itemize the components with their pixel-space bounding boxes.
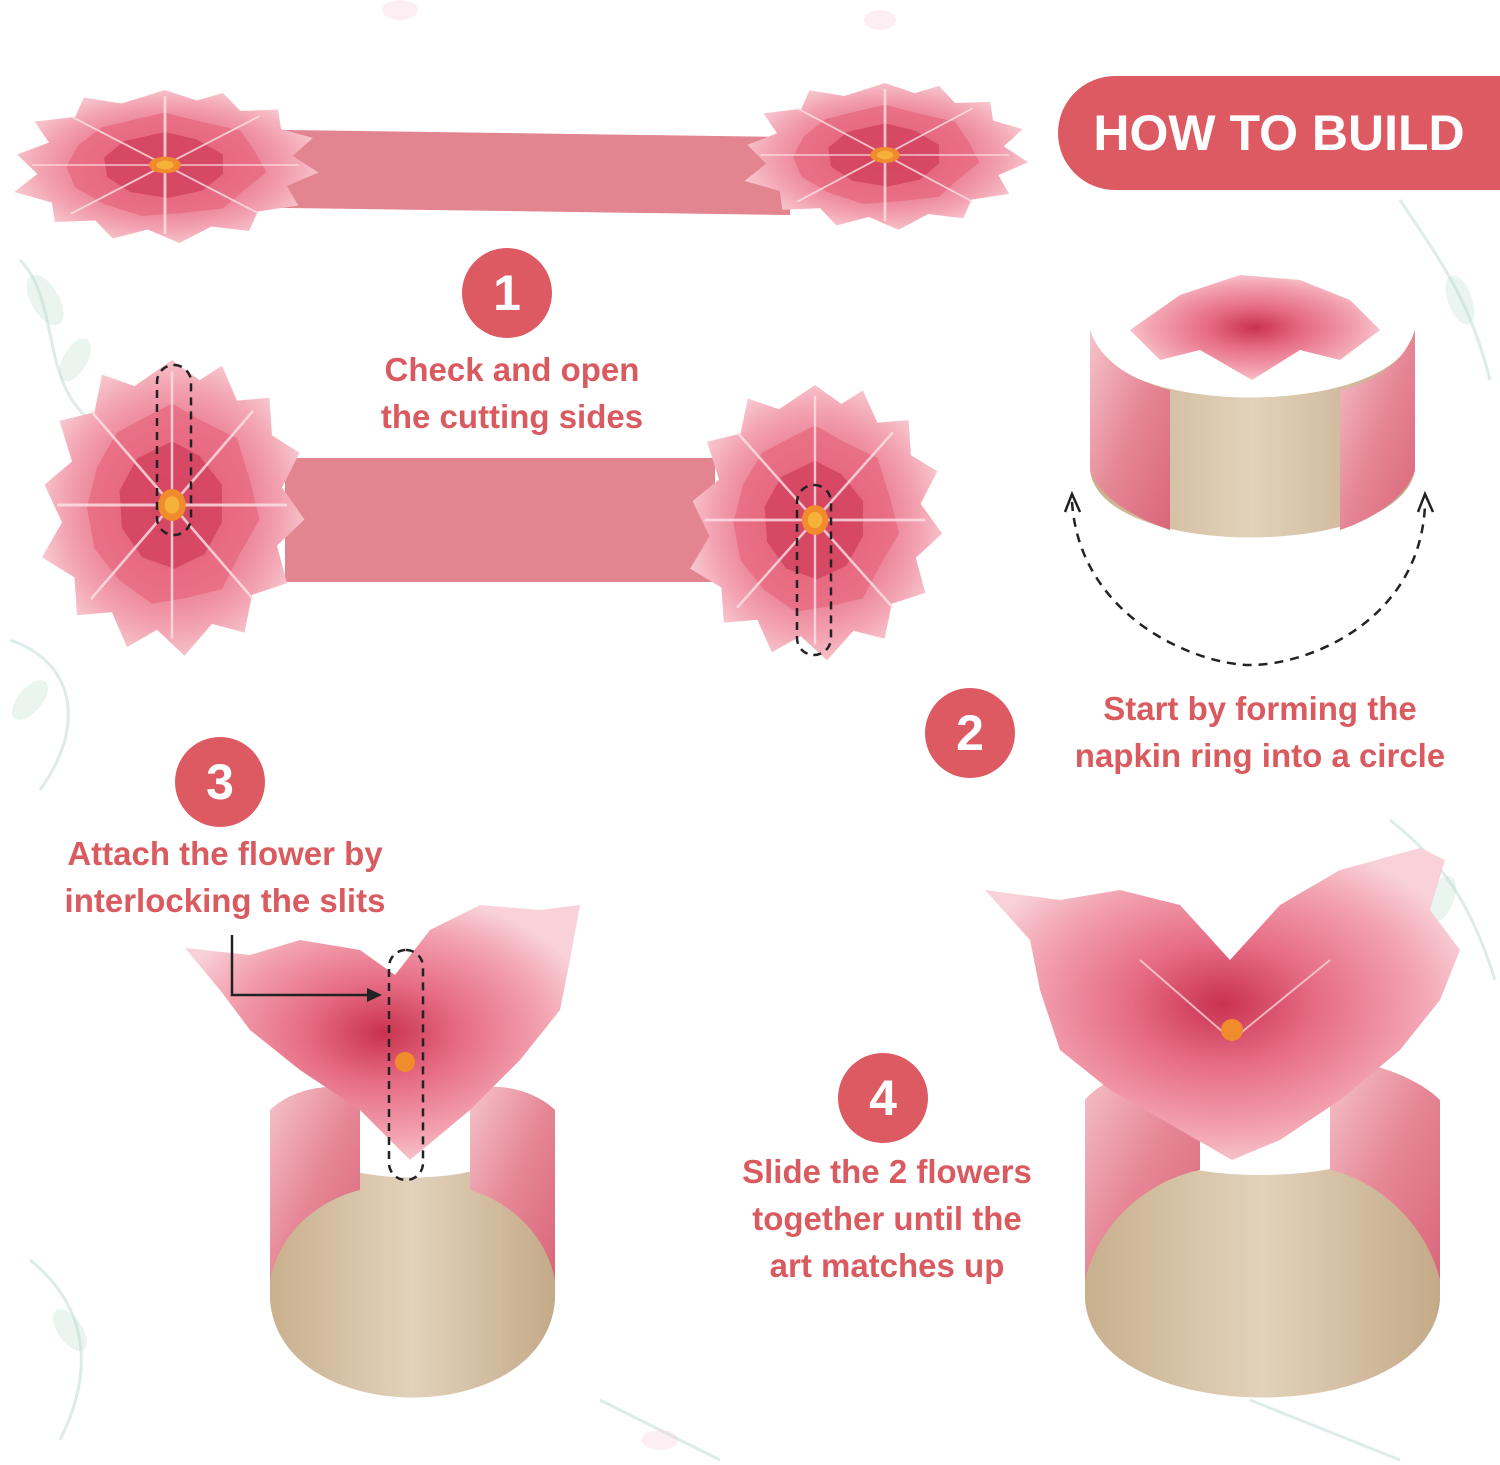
step-2-badge: 2: [925, 688, 1015, 778]
step-4-line-3: art matches up: [769, 1247, 1005, 1284]
step-3-instructions: Attach the flower by interlocking the sl…: [50, 830, 400, 924]
step-2-line-1: Start by forming the: [1103, 690, 1417, 727]
dashed-slit-marker-icon: [387, 948, 425, 1182]
step-3-badge: 3: [175, 737, 265, 827]
napkin-ring-circle: [1063, 275, 1435, 667]
step-2-instructions: Start by forming the napkin ring into a …: [1060, 685, 1460, 779]
step-4-number: 4: [869, 1070, 897, 1126]
step-3-line-1: Attach the flower by: [67, 835, 383, 872]
step-1-instructions: Check and open the cutting sides: [362, 346, 662, 440]
background-botanical-decoration: [9, 199, 1497, 1462]
background-leaf-decoration: [12, 0, 1475, 1450]
page-title: HOW TO BUILD: [1093, 105, 1465, 161]
step-2-line-2: napkin ring into a circle: [1074, 737, 1446, 774]
step-3-number: 3: [206, 754, 234, 810]
flat-napkin-ring-top: [12, 81, 1030, 245]
step-2-number: 2: [956, 705, 984, 761]
step-3-line-2: interlocking the slits: [64, 882, 386, 919]
napkin-ring-finished: [985, 848, 1460, 1398]
step-1-line-1: Check and open: [384, 351, 640, 388]
dashed-slit-marker-icon: [155, 363, 193, 537]
dashed-arrow-icon: [1070, 501, 1427, 667]
step-1-badge: 1: [462, 248, 552, 338]
dashed-slit-marker-icon: [795, 483, 833, 657]
step-1-number: 1: [493, 265, 521, 321]
header-banner: HOW TO BUILD: [1058, 76, 1500, 190]
step-4-instructions: Slide the 2 flowers together until the a…: [727, 1148, 1047, 1289]
step-4-line-2: together until the: [752, 1200, 1022, 1237]
step-1-line-2: the cutting sides: [380, 398, 644, 435]
napkin-ring-open-sides: [40, 358, 944, 662]
step-4-line-1: Slide the 2 flowers: [742, 1153, 1032, 1190]
napkin-ring-attach-flower: [185, 905, 580, 1398]
step-4-badge: 4: [838, 1053, 928, 1143]
